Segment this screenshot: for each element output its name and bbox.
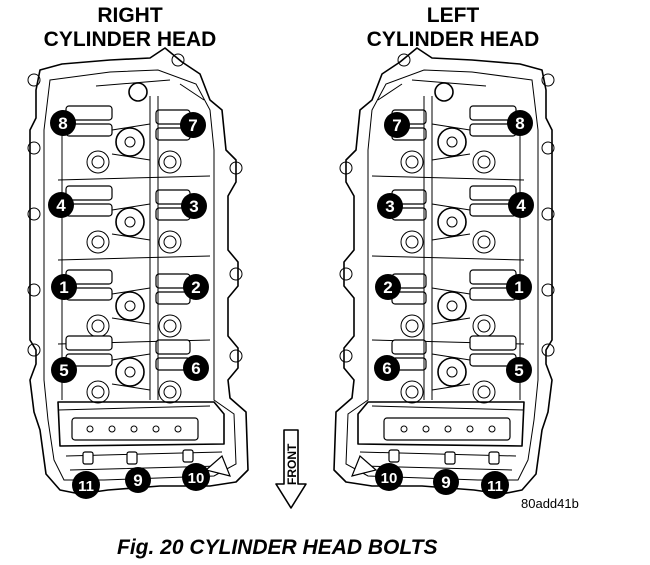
left-bolt-3: 3	[377, 193, 403, 219]
left-bolt-4-marker	[508, 192, 534, 218]
left-bolt-1: 1	[506, 274, 532, 300]
right-bolt-11-label: 11	[78, 478, 94, 495]
right-bolt-10-marker	[182, 463, 210, 491]
right-bolt-7-label: 7	[188, 116, 197, 135]
right-bolt-8: 8	[50, 110, 76, 136]
right-bolt-1-label: 1	[59, 278, 68, 297]
right-bolt-9: 9	[125, 467, 151, 493]
right-bolt-4-marker	[48, 192, 74, 218]
right-bolt-5: 5	[51, 357, 77, 383]
left-bolt-10-marker	[375, 463, 403, 491]
left-bolt-9-label: 9	[441, 473, 450, 492]
right-bolt-1: 1	[51, 274, 77, 300]
left-bolt-8-label: 8	[515, 114, 524, 133]
right-bolt-7: 7	[180, 112, 206, 138]
front-arrow: FRONT	[275, 429, 307, 509]
right-bolt-9-marker	[125, 467, 151, 493]
left-bolt-2-label: 2	[383, 278, 392, 297]
left-bolt-9-marker	[433, 469, 459, 495]
left-bolt-8: 8	[507, 110, 533, 136]
left-bolt-7-marker	[384, 112, 410, 138]
left-bolt-4-label: 4	[516, 196, 526, 215]
left-bolt-6-label: 6	[382, 359, 391, 378]
right-bolt-8-label: 8	[58, 114, 67, 133]
left-bolt-6: 6	[374, 355, 400, 381]
right-bolt-11-marker	[72, 471, 100, 499]
right-bolt-3-marker	[181, 193, 207, 219]
left-bolt-2-marker	[375, 274, 401, 300]
left-bolt-11: 11	[481, 471, 509, 499]
right-bolt-6: 6	[183, 355, 209, 381]
right-bolt-5-marker	[51, 357, 77, 383]
left-bolt-11-marker	[481, 471, 509, 499]
left-bolt-2: 2	[375, 274, 401, 300]
right-bolt-6-marker	[183, 355, 209, 381]
right-bolt-5-label: 5	[59, 361, 68, 380]
right-bolt-6-label: 6	[191, 359, 200, 378]
left-bolt-5: 5	[506, 357, 532, 383]
left-title-line2: CYLINDER HEAD	[366, 28, 540, 51]
right-bolt-1-marker	[51, 274, 77, 300]
left-bolt-7-label: 7	[392, 116, 401, 135]
figure-caption: Fig. 20 CYLINDER HEAD BOLTS	[117, 536, 438, 559]
right-bolt-11: 11	[72, 471, 100, 499]
left-bolt-5-label: 5	[514, 361, 523, 380]
right-bolt-7-marker	[180, 112, 206, 138]
right-bolt-3: 3	[181, 193, 207, 219]
right-bolt-4-label: 4	[56, 196, 66, 215]
right-bolt-2: 2	[183, 274, 209, 300]
right-bolt-3-label: 3	[189, 197, 198, 216]
left-bolt-6-marker	[374, 355, 400, 381]
left-bolt-9: 9	[433, 469, 459, 495]
front-label: FRONT	[285, 443, 299, 485]
left-bolt-3-label: 3	[385, 197, 394, 216]
right-bolt-2-label: 2	[191, 278, 200, 297]
left-title-line1: LEFT	[426, 4, 480, 27]
right-bolt-2-marker	[183, 274, 209, 300]
figure-id: 80add41b	[521, 496, 579, 511]
left-cylinder-head-title: LEFT CYLINDER HEAD	[338, 4, 568, 52]
right-title-line1: RIGHT	[97, 4, 163, 27]
right-cylinder-head-title: RIGHT CYLINDER HEAD	[15, 4, 245, 52]
left-bolt-7: 7	[384, 112, 410, 138]
right-bolt-9-label: 9	[133, 471, 142, 490]
right-cylinder-head-drawing	[27, 47, 249, 495]
right-bolt-4: 4	[48, 192, 74, 218]
left-bolt-4: 4	[508, 192, 534, 218]
left-bolt-1-marker	[506, 274, 532, 300]
left-bolt-8-marker	[507, 110, 533, 136]
right-bolt-10: 10	[182, 463, 210, 491]
right-title-line2: CYLINDER HEAD	[43, 28, 217, 51]
left-bolt-1-label: 1	[514, 278, 523, 297]
left-bolt-10: 10	[375, 463, 403, 491]
left-bolt-5-marker	[506, 357, 532, 383]
left-bolt-10-label: 10	[381, 470, 398, 487]
right-bolt-10-label: 10	[188, 470, 205, 487]
left-bolt-11-label: 11	[487, 478, 503, 495]
left-bolt-3-marker	[377, 193, 403, 219]
right-bolt-8-marker	[50, 110, 76, 136]
